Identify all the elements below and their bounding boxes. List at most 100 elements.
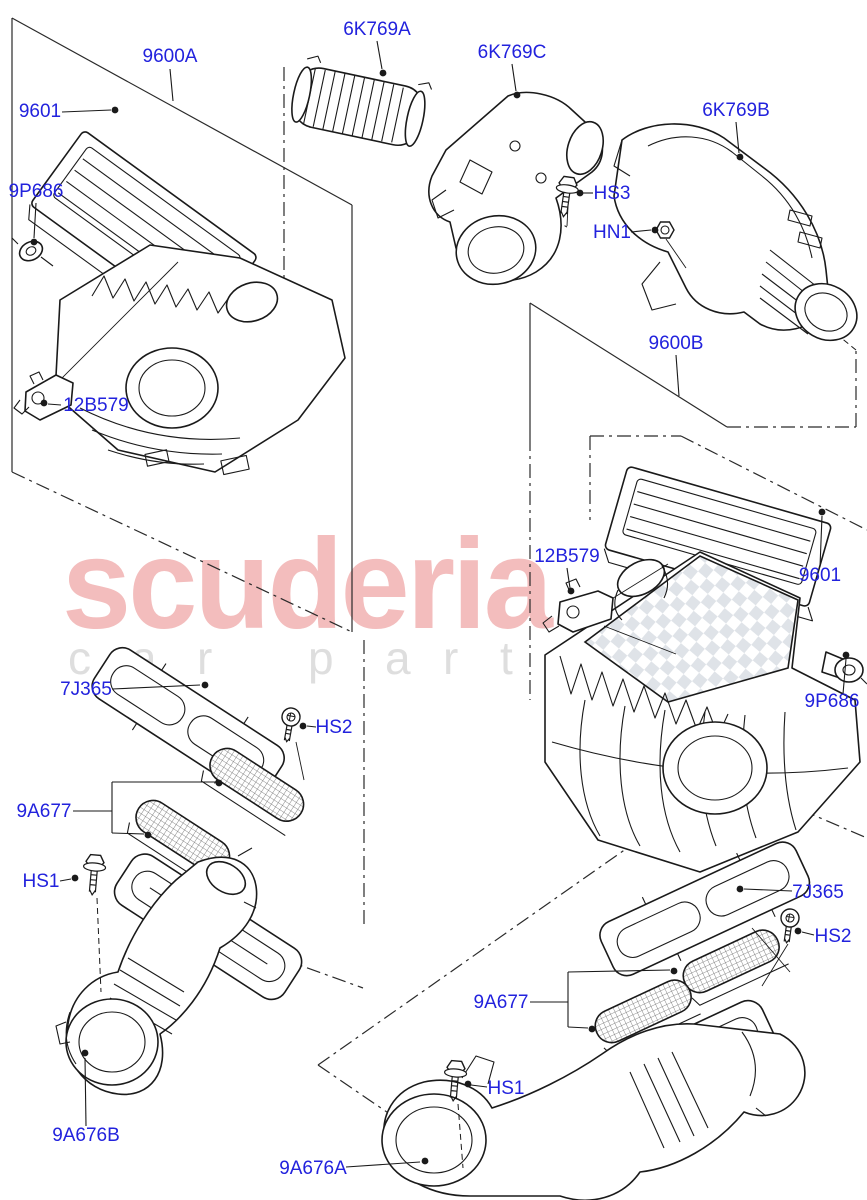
hose-corrugation bbox=[109, 957, 185, 1035]
part-label-9600A-0[interactable]: 9600A bbox=[143, 46, 198, 67]
leader-line bbox=[59, 878, 72, 882]
leader-dot bbox=[818, 508, 826, 516]
leader-line bbox=[630, 229, 652, 233]
leader-line bbox=[345, 1161, 421, 1168]
bolt-icon-HS3 bbox=[555, 175, 579, 218]
leader-dot bbox=[144, 831, 152, 839]
screw-icon-HS2 bbox=[281, 707, 301, 743]
leader-line bbox=[376, 40, 383, 70]
part-label-HS2-14[interactable]: HS2 bbox=[316, 717, 353, 738]
watermark-tagline-letter: c bbox=[68, 632, 91, 684]
leader-line bbox=[801, 931, 815, 936]
leader-dot bbox=[736, 885, 744, 893]
bolt-pointer-left bbox=[96, 897, 102, 993]
screw-pointer-left bbox=[295, 741, 305, 781]
part-label-6K769C-5[interactable]: 6K769C bbox=[478, 42, 547, 63]
leader-dot bbox=[513, 91, 521, 99]
watermark-tagline-letter: a bbox=[385, 632, 411, 684]
part-label-HS1-21[interactable]: HS1 bbox=[488, 1078, 525, 1099]
leader-dot bbox=[379, 69, 387, 77]
bolt-icon-HS1 bbox=[444, 1059, 468, 1103]
grommet-left bbox=[11, 237, 54, 267]
leader-line bbox=[61, 109, 112, 113]
part-label-9601-1[interactable]: 9601 bbox=[19, 101, 61, 122]
watermark-tagline-letter: t bbox=[500, 632, 513, 684]
part-label-7J365-18[interactable]: 7J365 bbox=[792, 882, 844, 903]
leader-dot bbox=[201, 681, 209, 689]
leader-line bbox=[675, 354, 680, 397]
air-cleaner-assembly-right bbox=[544, 551, 861, 873]
part-label-9A676A-22[interactable]: 9A676A bbox=[279, 1158, 347, 1179]
intake-duct-6K769C bbox=[428, 91, 604, 286]
part-label-12B579-3[interactable]: 12B579 bbox=[63, 395, 129, 416]
leader-dot bbox=[567, 587, 575, 595]
part-label-7J365-13[interactable]: 7J365 bbox=[60, 679, 112, 700]
part-label-12B579-10[interactable]: 12B579 bbox=[534, 546, 600, 567]
intake-duct-6K769B bbox=[566, 123, 858, 342]
part-label-6K769A-4[interactable]: 6K769A bbox=[343, 19, 411, 40]
leader-line bbox=[735, 121, 740, 154]
maf-sensor-right bbox=[542, 578, 614, 633]
leader-line bbox=[511, 63, 517, 92]
leader-dot bbox=[736, 153, 744, 161]
part-label-9A677-20[interactable]: 9A677 bbox=[474, 992, 529, 1013]
phantom-boxes bbox=[11, 17, 867, 1163]
leader-line bbox=[84, 1057, 87, 1127]
leader-line bbox=[819, 515, 823, 568]
part-label-9P686-2[interactable]: 9P686 bbox=[9, 181, 64, 202]
leader-line bbox=[33, 202, 37, 239]
part-label-HS3-7[interactable]: HS3 bbox=[594, 183, 631, 204]
intake-hose-6K769A bbox=[291, 55, 433, 147]
leader-dot bbox=[588, 1025, 596, 1033]
leader-dot bbox=[651, 226, 659, 234]
part-label-6K769B-6[interactable]: 6K769B bbox=[702, 100, 770, 121]
leader-line bbox=[111, 684, 201, 690]
grommet-right bbox=[834, 657, 867, 685]
part-label-9601-11[interactable]: 9601 bbox=[799, 565, 841, 586]
hose-corrugation bbox=[759, 249, 817, 335]
bolt-pointer-right bbox=[457, 1103, 464, 1169]
watermark-brand: scuderia bbox=[62, 513, 554, 656]
leader-dot bbox=[464, 1080, 472, 1088]
leader-line bbox=[306, 725, 317, 728]
leader-line bbox=[169, 68, 174, 102]
leader-dot bbox=[794, 927, 802, 935]
watermark-tagline-letter: r bbox=[197, 632, 212, 684]
screw-icon-HS2 bbox=[780, 908, 800, 944]
part-label-9600B-9[interactable]: 9600B bbox=[649, 333, 704, 354]
leader-dot bbox=[111, 106, 119, 114]
leader-dot bbox=[842, 651, 850, 659]
part-label-HN1-8[interactable]: HN1 bbox=[593, 222, 631, 243]
part-label-HS1-16[interactable]: HS1 bbox=[23, 871, 60, 892]
leader-line bbox=[743, 888, 793, 892]
maf-sensor-left bbox=[13, 371, 74, 421]
leader-dot bbox=[299, 722, 307, 730]
elbow-duct-9A676A bbox=[381, 1022, 806, 1200]
grille-cover-right bbox=[599, 841, 811, 977]
leader-dot bbox=[40, 399, 48, 407]
bolt-icon-HS1 bbox=[83, 853, 107, 897]
part-label-9A676B-17[interactable]: 9A676B bbox=[52, 1125, 120, 1146]
leader-line bbox=[111, 832, 145, 835]
part-label-9P686-12[interactable]: 9P686 bbox=[805, 691, 860, 712]
leader-line bbox=[470, 1084, 488, 1088]
elbow-duct-9A676B bbox=[55, 847, 258, 1096]
nut-icon-HN1 bbox=[655, 221, 675, 239]
mesh-filters-left bbox=[126, 747, 305, 889]
leader-dot bbox=[71, 874, 79, 882]
part-label-9A677-15[interactable]: 9A677 bbox=[17, 801, 72, 822]
leader-dot bbox=[30, 238, 38, 246]
part-label-HS2-19[interactable]: HS2 bbox=[815, 926, 852, 947]
watermark-tagline-letter: p bbox=[308, 632, 334, 684]
leader-dot bbox=[215, 779, 223, 787]
leader-line bbox=[566, 567, 571, 589]
screw-pointer-right bbox=[751, 927, 791, 987]
hose-corrugation bbox=[629, 1051, 709, 1149]
leader-dot bbox=[670, 967, 678, 975]
leader-dot bbox=[576, 189, 584, 197]
watermark-tagline-letter: r bbox=[443, 632, 458, 684]
leader-dot bbox=[421, 1157, 429, 1165]
leader-line bbox=[567, 969, 671, 973]
